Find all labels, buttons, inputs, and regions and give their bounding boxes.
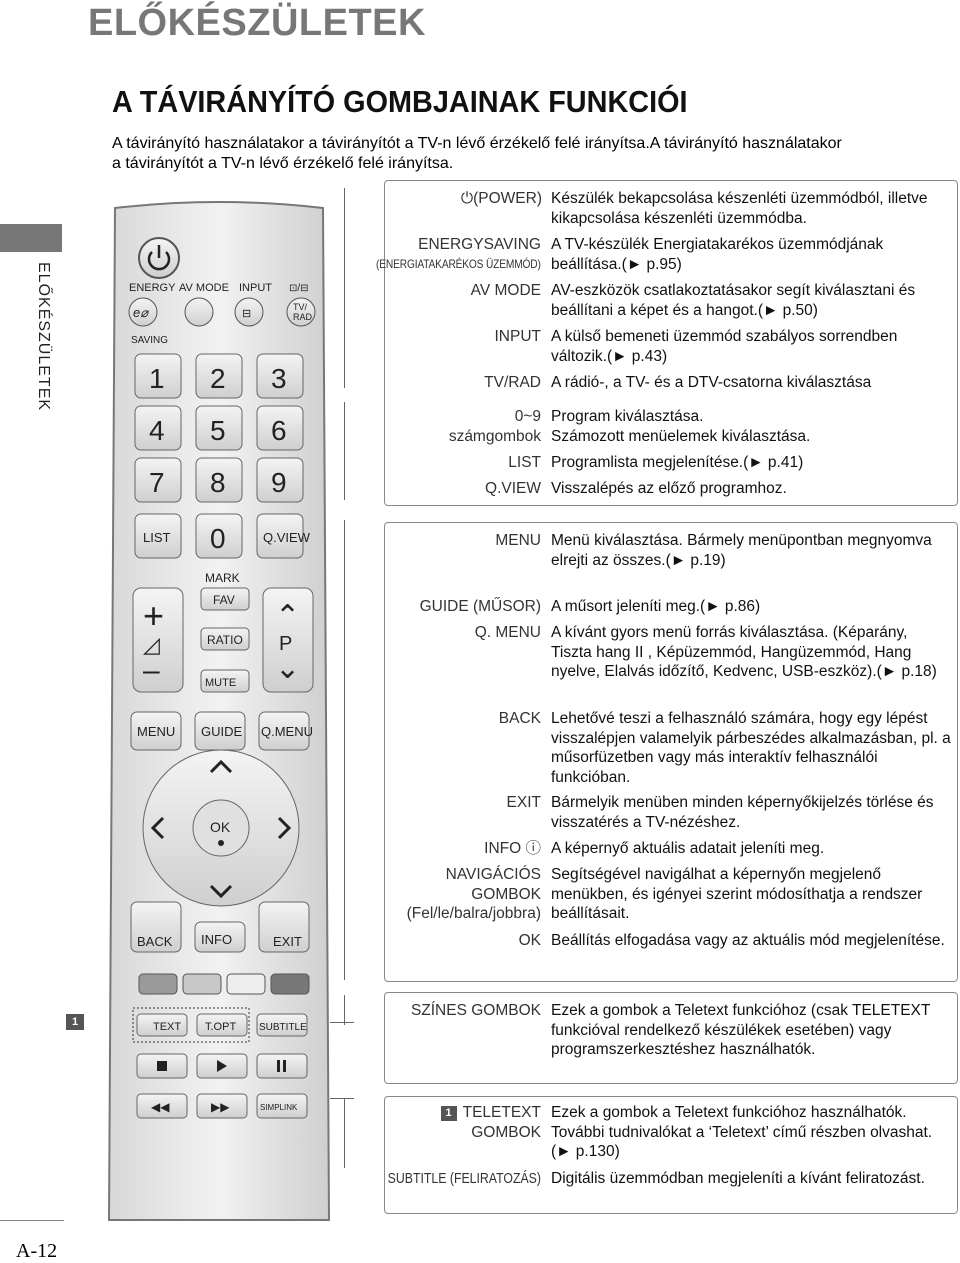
svg-text:EXIT: EXIT: [273, 934, 302, 949]
digit-key: [195, 353, 243, 399]
svg-text:0: 0: [210, 523, 226, 554]
digit-label: 1: [149, 363, 165, 394]
svg-text:SUBTITLE: SUBTITLE: [259, 1022, 307, 1033]
digit-key: [134, 457, 182, 503]
side-section-label: ELŐKÉSZÜLETEK: [35, 262, 52, 412]
info-icon: ⓘ: [525, 840, 541, 857]
digit-label: 7: [149, 467, 165, 498]
energy-label: ENERGY: [129, 282, 176, 294]
svg-text:TEXT: TEXT: [153, 1021, 181, 1033]
svg-text:GUIDE: GUIDE: [201, 724, 243, 739]
svg-text:RATIO: RATIO: [207, 633, 243, 647]
teletext-marker: 1: [440, 1106, 457, 1121]
svg-text:◀◀: ◀◀: [151, 1100, 170, 1114]
svg-text:Q.VIEW: Q.VIEW: [263, 530, 311, 545]
digit-key: [134, 353, 182, 399]
svg-text:–: –: [143, 654, 160, 687]
digit-label: 8: [210, 467, 226, 498]
svg-text:BACK: BACK: [137, 934, 173, 949]
digit-key: [195, 405, 243, 451]
svg-text:Q.MENU: Q.MENU: [261, 724, 313, 739]
svg-text:MUTE: MUTE: [205, 677, 236, 689]
teletext-marker: 1: [66, 1014, 84, 1030]
function-box-1: ⏻(POWER)Készülék bekapcsolása készenléti…: [376, 180, 958, 506]
input-label: INPUT: [239, 282, 272, 294]
svg-text:TV/: TV/: [293, 302, 308, 312]
connector-line: [344, 402, 345, 500]
digit-label: 3: [271, 363, 287, 394]
svg-text:⊡/⊟: ⊡/⊟: [289, 283, 309, 294]
digit-label: 5: [210, 415, 226, 446]
svg-text:INFO: INFO: [201, 932, 232, 947]
svg-text:⌄: ⌄: [275, 652, 300, 685]
digit-key: [134, 405, 182, 451]
digit-key: [256, 405, 304, 451]
connector-tick: [330, 1022, 354, 1023]
page-number: A-12: [16, 1240, 58, 1262]
connector-tick: [330, 1098, 354, 1099]
svg-text:⊟: ⊟: [242, 308, 251, 320]
remote-control-illustration: ENERGY AV MODE INPUT ⊡/⊟ e⌀ ⊟ TV/ RAD SA…: [107, 201, 331, 1221]
connector-line: [344, 995, 345, 1025]
svg-text:P: P: [279, 633, 292, 655]
digit-label: 2: [210, 363, 226, 394]
svg-text:RAD: RAD: [293, 312, 313, 322]
digit-label: 9: [271, 467, 287, 498]
saving-label: SAVING: [131, 335, 168, 346]
footer-divider: [0, 1220, 64, 1221]
section-title: A TÁVIRÁNYÍTÓ GOMBJAINAK FUNKCIÓI: [112, 84, 688, 119]
digit-key: [256, 457, 304, 503]
intro-text: A távirányító használatakor a távirányít…: [112, 135, 842, 172]
svg-text:LIST: LIST: [143, 530, 171, 545]
connector-line: [344, 188, 345, 388]
svg-text:FAV: FAV: [213, 593, 235, 607]
svg-text:+: +: [143, 595, 164, 636]
digit-label: 4: [149, 415, 165, 446]
svg-text:T.OPT: T.OPT: [205, 1021, 236, 1033]
digit-key: [195, 457, 243, 503]
connector-line: [344, 520, 345, 980]
digit-key: [256, 353, 304, 399]
svg-text:e⌀: e⌀: [133, 305, 149, 320]
svg-text:OK: OK: [210, 819, 231, 835]
svg-text:▶▶: ▶▶: [211, 1100, 230, 1114]
svg-text:SIMPLINK: SIMPLINK: [260, 1103, 298, 1112]
side-tab-marker: [0, 224, 62, 252]
page-title: ELŐKÉSZÜLETEK: [88, 2, 426, 44]
digit-label: 6: [271, 415, 287, 446]
power-icon: ⏻: [460, 190, 474, 207]
svg-text:◿: ◿: [143, 632, 160, 657]
connector-line: [344, 1098, 345, 1168]
avmode-label: AV MODE: [179, 282, 229, 294]
svg-text:⌃: ⌃: [275, 600, 300, 633]
svg-text:MENU: MENU: [137, 724, 175, 739]
svg-text:MARK: MARK: [205, 571, 240, 585]
